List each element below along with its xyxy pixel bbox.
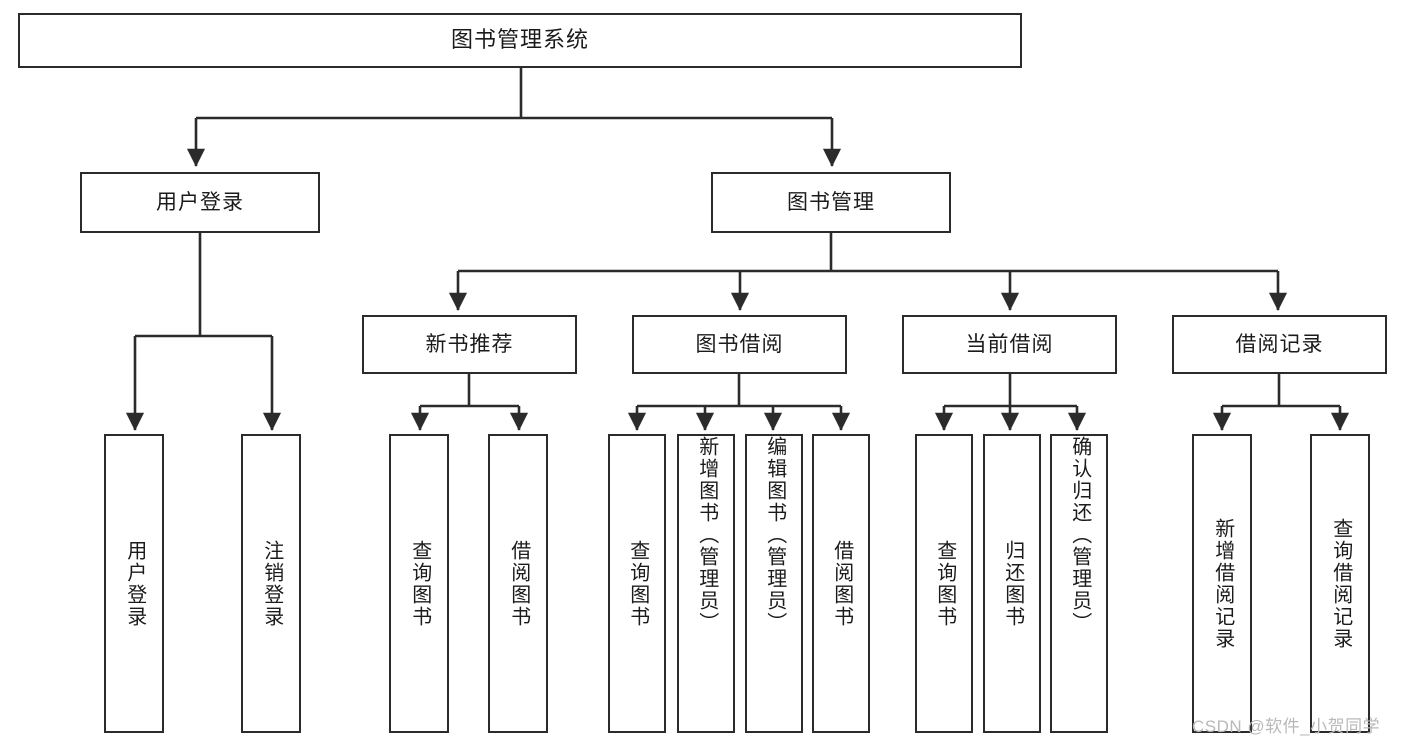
node-label: 新增借阅记录 [1211, 517, 1234, 650]
node-label: 图书管理 [787, 190, 875, 214]
node-current-borrow[interactable]: 当前借阅 [902, 315, 1117, 374]
node-label: 归还图书 [1001, 539, 1024, 628]
node-label: 编辑图书（管理员） [763, 436, 786, 634]
leaf-user-login-logout[interactable]: 注销登录 [241, 434, 301, 733]
leaf-user-login-login[interactable]: 用户登录 [104, 434, 164, 733]
node-label: 查询图书 [408, 539, 431, 628]
leaf-borrow-record-add[interactable]: 新增借阅记录 [1192, 434, 1252, 733]
node-label: 查询图书 [626, 539, 649, 628]
node-book-management[interactable]: 图书管理 [711, 172, 951, 233]
node-label: 查询借阅记录 [1329, 517, 1352, 650]
node-label: 确认归还（管理员） [1068, 436, 1091, 634]
node-label: 图书借阅 [695, 332, 784, 356]
leaf-current-borrow-confirm-admin[interactable]: 确认归还（管理员） [1050, 434, 1108, 733]
node-label: 当前借阅 [965, 332, 1054, 356]
node-label: 借阅图书 [830, 539, 853, 628]
node-label: 注销登录 [260, 539, 283, 628]
leaf-borrow-record-query[interactable]: 查询借阅记录 [1310, 434, 1370, 733]
leaf-book-borrow-add-admin[interactable]: 新增图书（管理员） [677, 434, 735, 733]
node-label: 借阅图书 [507, 539, 530, 628]
node-label: 查询图书 [933, 539, 956, 628]
node-borrow-record[interactable]: 借阅记录 [1172, 315, 1387, 374]
leaf-book-borrow-edit-admin[interactable]: 编辑图书（管理员） [745, 434, 803, 733]
node-label: 用户登录 [123, 539, 146, 628]
node-new-book-recommend[interactable]: 新书推荐 [362, 315, 577, 374]
leaf-current-borrow-query[interactable]: 查询图书 [915, 434, 973, 733]
node-label: 图书管理系统 [450, 27, 589, 53]
csdn-watermark: CSDN @软件_小贺同学 [1192, 717, 1381, 736]
node-user-login[interactable]: 用户登录 [80, 172, 320, 233]
leaf-new-book-query[interactable]: 查询图书 [389, 434, 449, 733]
node-root-system[interactable]: 图书管理系统 [18, 13, 1022, 68]
leaf-new-book-borrow[interactable]: 借阅图书 [488, 434, 548, 733]
leaf-book-borrow-query[interactable]: 查询图书 [608, 434, 666, 733]
node-label: 新增图书（管理员） [695, 436, 718, 634]
node-book-borrow[interactable]: 图书借阅 [632, 315, 847, 374]
node-label: 借阅记录 [1235, 332, 1324, 356]
node-label: 用户登录 [156, 190, 244, 214]
node-label: 新书推荐 [425, 332, 514, 356]
leaf-current-borrow-return[interactable]: 归还图书 [983, 434, 1041, 733]
leaf-book-borrow-borrow[interactable]: 借阅图书 [812, 434, 870, 733]
